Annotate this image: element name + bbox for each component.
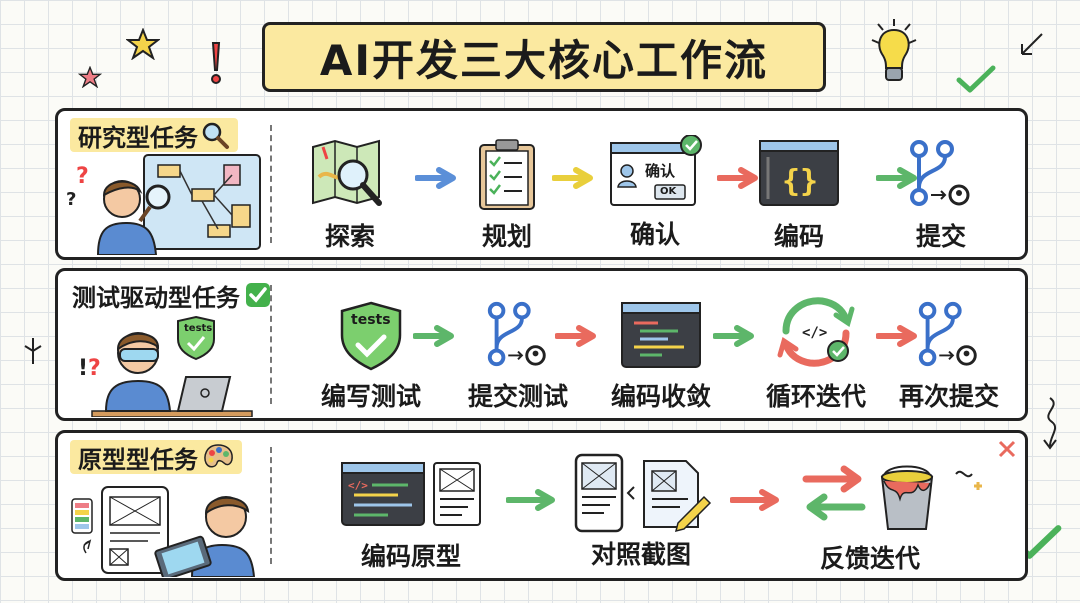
sparkle-arrow-doodle-icon xyxy=(1021,33,1043,55)
x-doodle-icon xyxy=(998,440,1016,458)
step-label: 反馈迭代 xyxy=(819,544,920,573)
step-loop-iterate: </> 循环迭代 xyxy=(751,293,881,413)
swap-arrows-paint-bucket-icon xyxy=(802,465,934,530)
curly-arrow-doodle-icon xyxy=(1043,397,1057,450)
star-doodle-icon xyxy=(78,66,102,88)
svg-text:!: ! xyxy=(78,356,88,381)
step-commit: 提交 xyxy=(876,137,1006,253)
page-title: AI开发三大核心工作流 xyxy=(319,35,769,85)
step-label: 对照截图 xyxy=(590,540,691,569)
workflow-title: 原型型任务 xyxy=(70,440,242,474)
step-label: 规划 xyxy=(481,222,532,251)
dialog-ok-button: OK xyxy=(660,186,677,197)
step-label: 探索 xyxy=(324,222,375,251)
flow-arrow-icon xyxy=(506,489,555,511)
workflow-panel-research: 研究型任务 ? ? 探索 xyxy=(55,108,1028,260)
tests-badge-text: tests xyxy=(184,323,213,334)
step-label: 提交测试 xyxy=(467,382,568,411)
magnifier-icon xyxy=(202,122,229,149)
step-label: 确认 xyxy=(629,220,680,249)
paint-palette-icon xyxy=(204,444,233,468)
divider xyxy=(270,285,272,404)
flow-arrow-icon xyxy=(552,167,593,189)
divider xyxy=(270,447,272,564)
step-explore: 探索 xyxy=(285,137,415,253)
flow-arrow-icon xyxy=(876,167,917,189)
code-editor-icon xyxy=(621,302,701,368)
divider xyxy=(270,125,272,243)
step-code-converge: 编码收敛 xyxy=(596,299,726,413)
step-commit-again: 再次提交 xyxy=(884,299,1014,413)
tdd-developer-illustration: ! ? tests xyxy=(62,311,268,417)
flow-arrow-icon xyxy=(876,325,917,347)
step-label: 编码 xyxy=(773,222,824,251)
check-box-icon xyxy=(246,283,270,307)
step-confirm: 确认 OK 确认 xyxy=(590,135,720,251)
clipboard-checklist-icon xyxy=(479,139,535,210)
step-commit-tests: 提交测试 xyxy=(453,299,583,413)
git-branch-github-icon xyxy=(910,140,970,206)
step-code-prototype: </> 编码原型 xyxy=(336,459,486,573)
step-feedback-iterate: 反馈迭代 xyxy=(790,455,950,575)
workflow-title: 研究型任务 xyxy=(70,118,238,152)
tests-shield-icon: tests xyxy=(336,299,406,371)
flow-arrow-icon xyxy=(730,489,779,511)
lightbulb-icon xyxy=(871,19,917,81)
flow-arrow-icon xyxy=(717,167,758,189)
workflow-panel-prototype: 原型型任务 </> xyxy=(55,430,1028,581)
svg-text:</>: </> xyxy=(348,479,368,492)
refresh-cycle-icon: </> xyxy=(777,297,855,367)
spark-doodle-icon xyxy=(24,338,42,364)
git-branch-github-icon xyxy=(487,301,546,367)
step-code: {} 编码 xyxy=(734,137,864,253)
prototyper-illustration xyxy=(71,486,256,577)
git-branch-github-icon xyxy=(918,301,977,367)
title-banner: AI开发三大核心工作流 xyxy=(262,22,826,92)
confirm-dialog-icon: 确认 OK xyxy=(607,135,703,211)
dialog-text: 确认 xyxy=(645,162,676,180)
step-label: 提交 xyxy=(915,222,966,251)
step-write-tests: tests 编写测试 xyxy=(306,299,436,413)
exclamation-doodle-icon xyxy=(211,42,221,84)
svg-text:?: ? xyxy=(88,356,101,381)
workflow-panel-tdd: 测试驱动型任务 ! ? tests tests xyxy=(55,268,1028,421)
step-label: 编码收敛 xyxy=(610,382,711,411)
tests-badge-text: tests xyxy=(351,312,391,328)
workflow-title: 测试驱动型任务 xyxy=(70,278,280,312)
step-label: 编码原型 xyxy=(360,542,461,571)
sparkle-doodle-icon xyxy=(955,470,982,490)
flow-arrow-icon xyxy=(413,325,454,347)
phone-vs-document-icon xyxy=(574,453,712,533)
flow-arrow-icon xyxy=(415,167,456,189)
code-braces-icon: {} xyxy=(759,140,839,206)
svg-text:{}: {} xyxy=(782,164,818,199)
svg-text:?: ? xyxy=(66,189,76,210)
svg-text:?: ? xyxy=(76,164,89,189)
svg-text:</>: </> xyxy=(802,325,827,341)
code-and-wireframe-icon: </> xyxy=(341,462,481,526)
step-plan: 规划 xyxy=(442,137,572,253)
map-magnifier-icon xyxy=(312,139,382,206)
step-label: 再次提交 xyxy=(898,382,999,411)
step-label: 编写测试 xyxy=(320,382,421,411)
step-label: 循环迭代 xyxy=(765,382,866,411)
checkmark-doodle-icon xyxy=(956,65,996,93)
star-doodle-icon xyxy=(126,28,160,60)
researcher-illustration: ? ? xyxy=(66,154,261,255)
flow-arrow-icon xyxy=(555,325,596,347)
flow-arrow-icon xyxy=(713,325,754,347)
step-compare-screenshot: 对照截图 xyxy=(566,453,716,571)
